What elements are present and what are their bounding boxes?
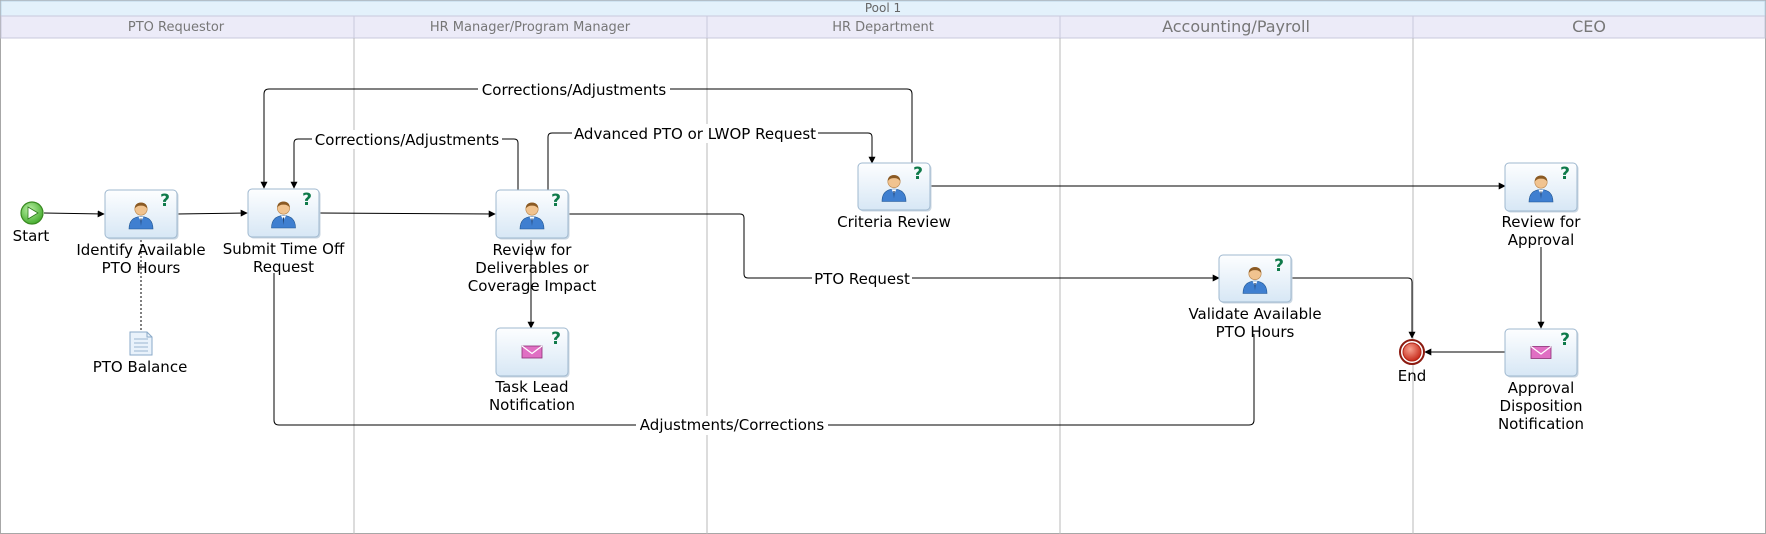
flow-validate-to-end[interactable] [1291, 277, 1416, 339]
task-label-line: Identify Available [76, 241, 205, 259]
flow-label-bg [636, 416, 828, 435]
flow-label-adjustments-bottom: Adjustments/Corrections [640, 416, 825, 434]
task-label-line: Deliverables or [475, 259, 589, 277]
task-label-line: Disposition [1500, 397, 1583, 415]
task-label-line: Criteria Review [837, 213, 951, 231]
flow-label-corrections-top: Corrections/Adjustments [482, 81, 667, 99]
envelope-icon [1530, 345, 1552, 360]
flow-label-pto-request: PTO Request [814, 270, 910, 288]
question-mark-icon: ? [1560, 164, 1570, 184]
question-mark-icon: ? [913, 164, 923, 184]
question-mark-icon: ? [302, 190, 312, 210]
end-event[interactable]: End [1398, 339, 1427, 385]
question-mark-icon: ? [1560, 330, 1570, 350]
question-mark-icon: ? [551, 191, 561, 211]
document-icon [129, 331, 153, 356]
task-label-line: Submit Time Off [223, 240, 345, 258]
question-mark-icon: ? [160, 191, 170, 211]
task-label-line: Review for [1502, 213, 1582, 231]
question-mark-icon: ? [1274, 256, 1284, 276]
task-label-line: Approval [1508, 231, 1575, 249]
flow-label-bg [812, 269, 912, 288]
task-label-line: Notification [489, 396, 575, 414]
pto-balance-artifact[interactable]: PTO Balance [93, 331, 188, 376]
task-label-line: Coverage Impact [468, 277, 597, 295]
flow-identify-to-submit[interactable] [176, 209, 248, 217]
lane-dividers [353, 38, 1414, 534]
start-event[interactable]: Start [13, 201, 50, 245]
lane-header-ceo [1412, 15, 1766, 39]
flow-label-bg [312, 130, 502, 149]
task-label-line: Request [253, 258, 314, 276]
task-label-line: Validate Available [1188, 305, 1321, 323]
artifact-label: PTO Balance [93, 358, 188, 376]
lane-headers: PTO Requestor HR Manager/Program Manager… [0, 15, 1766, 39]
flow-pto-request[interactable] [569, 213, 1220, 282]
flow-label-corrections-inner: Corrections/Adjustments [315, 131, 500, 149]
flow-submit-to-review[interactable] [318, 210, 496, 218]
task-label-line: PTO Hours [102, 259, 181, 277]
task-label-line: Notification [1498, 415, 1584, 433]
lane-label: HR Manager/Program Manager [430, 20, 631, 35]
end-label: End [1398, 367, 1427, 385]
lane-label: HR Department [832, 20, 934, 35]
task-label-line: Approval [1508, 379, 1575, 397]
flow-label-bg [572, 124, 818, 143]
flow-label-bg [478, 80, 670, 99]
envelope-icon [521, 345, 543, 359]
task-criteria[interactable]: ? Criteria Review [837, 162, 951, 231]
flow-start-to-identify[interactable] [43, 210, 105, 218]
play-icon [27, 206, 39, 220]
question-mark-icon: ? [551, 329, 561, 349]
task-label-line: PTO Hours [1216, 323, 1295, 341]
lane-label: Accounting/Payroll [1162, 17, 1310, 36]
task-label-line: Review for [493, 241, 573, 259]
start-label: Start [13, 227, 50, 245]
task-label-line: Task Lead [494, 378, 568, 396]
lane-label: PTO Requestor [128, 20, 225, 35]
lane-label: CEO [1572, 17, 1606, 36]
pool-title: Pool 1 [865, 1, 901, 15]
flow-label-advanced-pto: Advanced PTO or LWOP Request [574, 125, 816, 143]
flow-label-group: Corrections/Adjustments Corrections/Adju… [312, 80, 912, 435]
